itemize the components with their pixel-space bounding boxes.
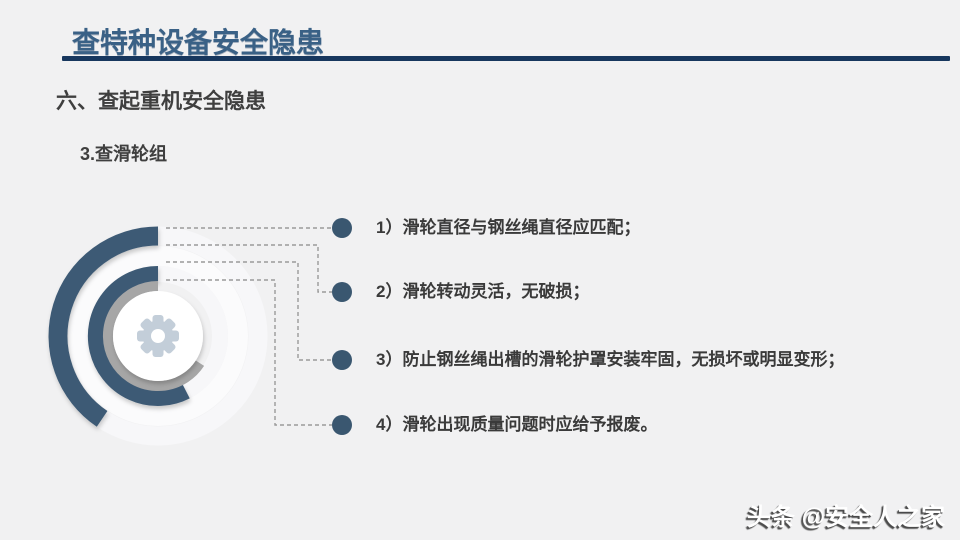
section-title: 六、查起重机安全隐患 <box>56 90 266 113</box>
bullet-item: 3）防止钢丝绳出槽的滑轮护罩安装牢固，无损坏或明显变形； <box>376 348 844 372</box>
gray-arc <box>102 281 205 391</box>
title-underline <box>62 56 950 61</box>
bullet-dot <box>332 218 352 238</box>
bullet-label: 4）滑轮出现质量问题时应给予报废。 <box>376 415 658 434</box>
connector-line-3 <box>166 261 332 361</box>
bullet-dot <box>332 282 352 302</box>
bullet-dot <box>332 350 352 370</box>
connector-line-2 <box>166 244 332 293</box>
bullet-label: 1）滑轮直径与钢丝绳直径应匹配； <box>376 218 641 237</box>
bullet-dots <box>332 218 352 435</box>
gear-icon <box>137 315 179 357</box>
bullet-label: 3）防止钢丝绳出槽的滑轮护罩安装牢固，无损坏或明显变形； <box>376 350 845 369</box>
hub-circle <box>113 291 203 381</box>
inner-arc <box>87 265 190 406</box>
page-title: 查特种设备安全隐患 <box>72 27 325 58</box>
connector-lines <box>166 227 332 426</box>
arc-track-rings <box>48 226 268 446</box>
bullet-item: 2）滑轮转动灵活，无破损； <box>376 280 589 304</box>
watermark: 头条 @安全人之家 <box>746 504 945 531</box>
bullet-item: 1）滑轮直径与钢丝绳直径应匹配； <box>376 216 640 240</box>
outer-arc <box>48 226 159 427</box>
connector-line-4 <box>166 279 332 426</box>
bullet-item: 4）滑轮出现质量问题时应给予报废。 <box>376 413 657 437</box>
bullet-dot <box>332 415 352 435</box>
subsection-title: 3.查滑轮组 <box>80 144 168 164</box>
bullet-label: 2）滑轮转动灵活，无破损； <box>376 282 590 301</box>
